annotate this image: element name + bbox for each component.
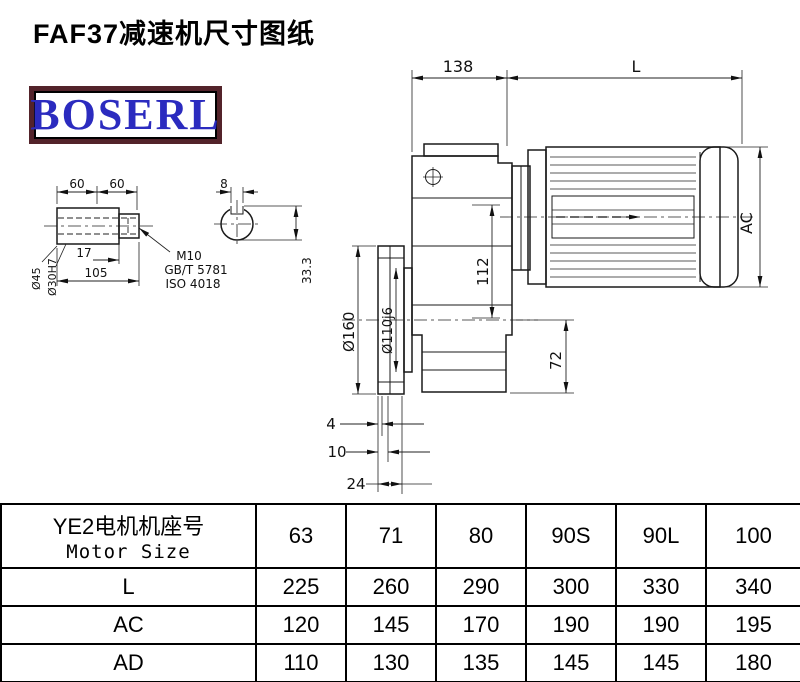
cell-L-3: 300: [525, 567, 617, 607]
cell-AD-0: 110: [255, 643, 347, 682]
dim-24: 24: [346, 475, 365, 493]
cell-AC-0: 120: [255, 605, 347, 645]
row-label-L: L: [0, 567, 257, 607]
cell-AD-3: 145: [525, 643, 617, 682]
cell-L-2: 290: [435, 567, 527, 607]
input-shaft-detail: 60 60 17 105 Ø45 Ø30H7 M10 GB/T 5781 ISO…: [30, 177, 228, 296]
cell-AD-5: 180: [705, 643, 800, 682]
size-71: 71: [345, 503, 437, 569]
cell-AC-3: 190: [525, 605, 617, 645]
dim-138: 138: [443, 57, 474, 76]
dim-shaft-od: Ø45: [30, 267, 43, 290]
dim-keyway-width: 8: [220, 177, 228, 191]
cell-AC-2: 170: [435, 605, 527, 645]
brand-logo-text: BOSERL: [30, 90, 221, 139]
thread-standard-gb: GB/T 5781: [164, 263, 227, 277]
size-90S: 90S: [525, 503, 617, 569]
table-row-header: YE2电机机座号 Motor Size 63 71 80 90S 90L 100: [0, 503, 800, 569]
cell-L-0: 225: [255, 567, 347, 607]
dim-10: 10: [327, 443, 346, 461]
dim-bore: Ø30H7: [46, 258, 59, 296]
row-label-AC: AC: [0, 605, 257, 645]
dim-spigot: Ø110j6: [381, 307, 396, 354]
dim-60-right: 60: [109, 177, 124, 191]
cell-AD-4: 145: [615, 643, 707, 682]
thread-standard-iso: ISO 4018: [166, 277, 221, 291]
dim-AC: AC: [737, 212, 756, 234]
technical-drawing: 60 60 17 105 Ø45 Ø30H7 M10 GB/T 5781 ISO…: [30, 57, 768, 494]
size-63: 63: [255, 503, 347, 569]
motor-size-header-cell: YE2电机机座号 Motor Size: [0, 503, 257, 569]
size-80: 80: [435, 503, 527, 569]
cell-AC-1: 145: [345, 605, 437, 645]
dim-flange-od: Ø160: [340, 312, 358, 352]
dim-112: 112: [474, 257, 492, 286]
row-label-AD: AD: [0, 643, 257, 682]
table-row-AC: AC 120 145 170 190 190 195: [0, 605, 800, 645]
size-100: 100: [705, 503, 800, 569]
motor: [500, 146, 754, 288]
dimension-table: YE2电机机座号 Motor Size 63 71 80 90S 90L 100…: [0, 503, 800, 682]
motor-size-label-cn: YE2电机机座号: [52, 514, 205, 539]
cell-AC-4: 190: [615, 605, 707, 645]
dim-60-left: 60: [69, 177, 84, 191]
dim-4: 4: [326, 415, 336, 433]
dim-17: 17: [76, 246, 91, 260]
table-row-L: L 225 260 290 300 330 340: [0, 567, 800, 607]
cell-AD-1: 130: [345, 643, 437, 682]
shaft-section-detail: 8 33.3: [214, 177, 314, 284]
thread-spec: M10: [176, 249, 202, 263]
cell-L-4: 330: [615, 567, 707, 607]
dim-105: 105: [85, 266, 108, 280]
main-dimensions: 138 L AC 112 72 Ø160 Ø110j6: [326, 57, 768, 494]
cell-AC-5: 195: [705, 605, 800, 645]
table-row-AD: AD 110 130 135 145 145 180: [0, 643, 800, 682]
cell-AD-2: 135: [435, 643, 527, 682]
dim-keyway-depth: 33.3: [300, 257, 314, 284]
dim-L: L: [632, 57, 641, 76]
brand-logo: BOSERL: [29, 86, 222, 144]
dim-72: 72: [547, 351, 565, 370]
gearbox-housing: [342, 143, 538, 395]
page-title: FAF37减速机尺寸图纸: [33, 19, 316, 49]
cell-L-5: 340: [705, 567, 800, 607]
motor-size-label-en: Motor Size: [66, 541, 191, 563]
size-90L: 90L: [615, 503, 707, 569]
cell-L-1: 260: [345, 567, 437, 607]
